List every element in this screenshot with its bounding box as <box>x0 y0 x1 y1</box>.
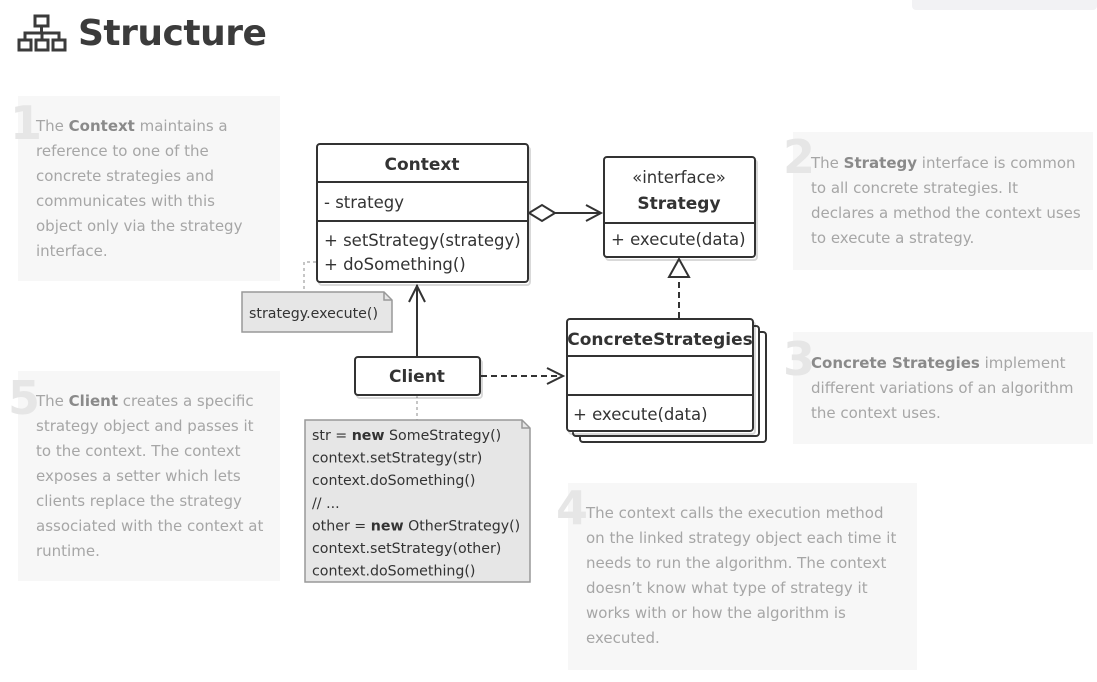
page-title: Structure <box>78 12 267 54</box>
strategy-stereotype: «interface» <box>632 168 726 187</box>
callout-text-segment: maintains a reference to one of the conc… <box>36 117 243 260</box>
callout-3: 3 Concrete Strategies implement differen… <box>783 332 1093 444</box>
code-line: // ... <box>312 496 340 512</box>
client-class-name: Client <box>389 367 445 387</box>
concrete-strategies-name: ConcreteStrategies <box>567 330 752 350</box>
concrete-method-execute: + execute(data) <box>573 405 708 424</box>
aggregation-arrow <box>527 203 604 223</box>
code-line: context.setStrategy(str) <box>312 451 482 467</box>
callout-number: 5 <box>8 371 41 425</box>
callout-keyword: Context <box>68 117 135 135</box>
callout-text: The Strategy interface is common to all … <box>811 151 1081 251</box>
callout-text: The Context maintains a reference to one… <box>36 114 256 264</box>
note-client-code <box>304 419 531 583</box>
client-context-arrow <box>408 283 426 357</box>
code-line: context.doSomething() <box>312 473 475 489</box>
strategy-method-execute: + execute(data) <box>611 230 746 249</box>
callout-keyword: Concrete Strategies <box>811 354 980 372</box>
client-concrete-dependency-arrow <box>481 367 566 385</box>
callout-number: 4 <box>556 481 589 535</box>
structure-icon <box>17 14 67 52</box>
top-bar-stub <box>912 0 1097 10</box>
callout-number: 2 <box>783 130 816 184</box>
strategy-interface <box>603 156 756 258</box>
callout-text-segment: implement different variations of an alg… <box>811 354 1074 422</box>
callout-text: Concrete Strategies implement different … <box>811 351 1081 426</box>
strategy-interface-name: Strategy <box>637 194 720 214</box>
callout-1: 1 The Context maintains a reference to o… <box>10 96 280 281</box>
callout-number: 1 <box>10 96 43 150</box>
callout-text-segment: The context calls the execution method o… <box>586 504 897 647</box>
page-header: Structure <box>16 8 267 58</box>
note-connector-context <box>303 261 316 292</box>
callout-text-segment: The <box>811 154 844 172</box>
code-line: other = new OtherStrategy() <box>312 518 520 534</box>
callout-keyword: Client <box>68 392 118 410</box>
context-field-strategy: - strategy <box>324 193 404 212</box>
callout-text: The Client creates a specific strategy o… <box>36 389 272 564</box>
callout-text-segment: The <box>36 117 69 135</box>
context-method-dosomething: + doSomething() <box>324 255 466 274</box>
code-line: str = new SomeStrategy() <box>312 428 501 444</box>
callout-text-segment: creates a specific strategy object and p… <box>36 392 264 560</box>
context-class <box>316 143 529 283</box>
context-class-name: Context <box>384 155 459 175</box>
callout-text-segment: The <box>36 392 69 410</box>
note-strategy-execute-text: strategy.execute() <box>249 306 378 322</box>
code-line: context.setStrategy(other) <box>312 541 501 557</box>
callout-4: 4 The context calls the execution method… <box>556 483 917 670</box>
realization-arrow <box>667 256 691 318</box>
callout-5: 5 The Client creates a specific strategy… <box>8 371 280 581</box>
code-line: context.doSomething() <box>312 564 475 580</box>
note-strategy-execute <box>241 291 393 333</box>
callout-number: 3 <box>783 332 816 386</box>
callout-text: The context calls the execution method o… <box>586 501 904 651</box>
context-method-setstrategy: + setStrategy(strategy) <box>324 231 521 250</box>
callout-text-segment: interface is common to all concrete stra… <box>811 154 1081 247</box>
callout-keyword: Strategy <box>843 154 918 172</box>
concrete-strategies-class <box>566 318 767 443</box>
callout-2: 2 The Strategy interface is common to al… <box>783 132 1093 270</box>
